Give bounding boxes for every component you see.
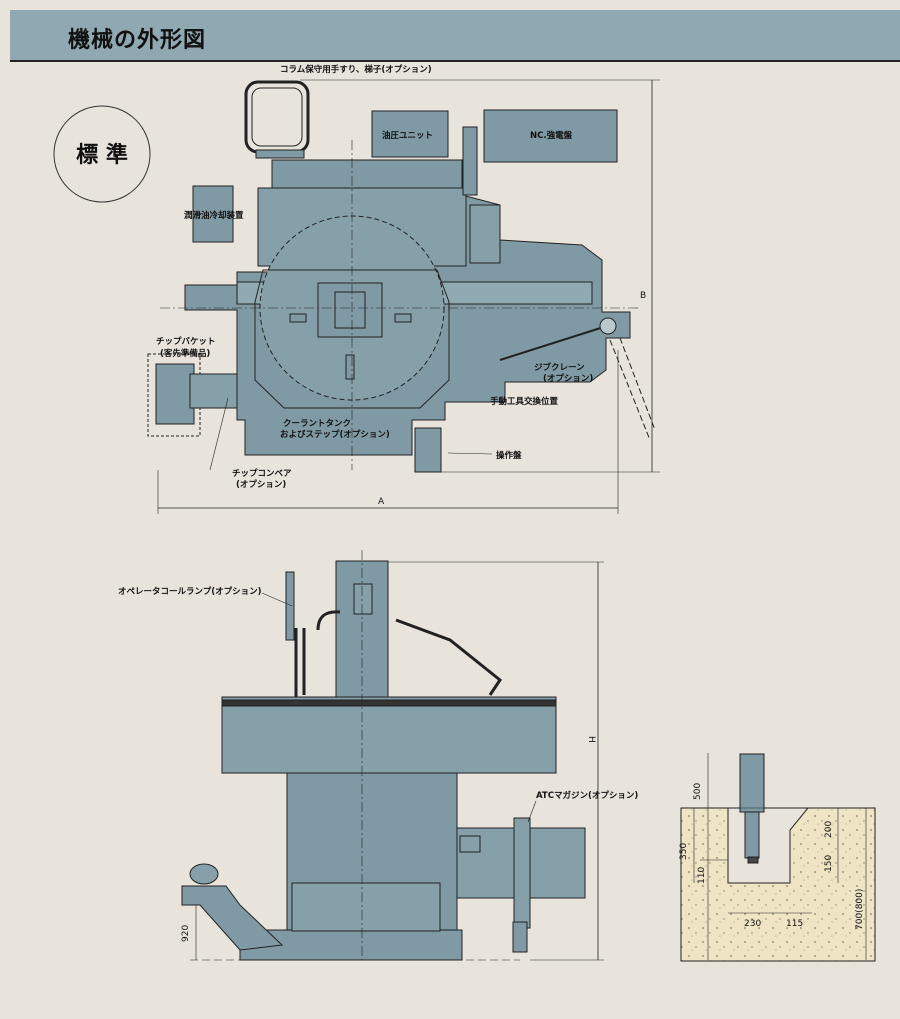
label-lubrication: 潤滑油冷却装置 <box>184 210 244 221</box>
dim-a: A <box>378 497 385 507</box>
dim-115: 115 <box>786 919 803 929</box>
page-title: 機械の外形図 <box>68 28 207 53</box>
operation-panel-box <box>414 427 442 473</box>
label-jib-crane-1: ジブクレーン <box>534 362 585 373</box>
label-hydraulic-unit: 油圧ユニット <box>382 130 433 141</box>
front-view <box>181 550 604 961</box>
hydraulic-unit-box <box>371 110 449 158</box>
dim-500: 500 <box>693 783 703 800</box>
standard-badge: 標 準 <box>53 105 151 203</box>
dim-h: H <box>586 736 596 743</box>
label-coolant-tank-1: クーラントタンク <box>283 418 351 429</box>
label-chip-bucket-note: (客先準備品) <box>160 348 210 359</box>
dim-200: 200 <box>824 821 834 838</box>
handrail-shape <box>244 80 310 154</box>
label-atc-magazine: ATCマガジン(オプション) <box>536 790 638 801</box>
dim-350: 350 <box>679 843 689 860</box>
label-chip-conveyor-1: チップコンベア <box>232 468 292 479</box>
top-view <box>147 79 660 514</box>
dim-110: 110 <box>697 867 707 884</box>
label-manual-tool-change: 手動工具交換位置 <box>490 396 559 407</box>
lubrication-box <box>192 185 234 243</box>
label-nc-panel: NC.強電盤 <box>530 130 573 141</box>
crossrail-shape <box>221 696 557 774</box>
dim-b: B <box>640 291 646 301</box>
dim-230: 230 <box>744 919 761 929</box>
label-chip-bucket: チップバケット <box>156 336 216 347</box>
label-jib-crane-2: (オプション) <box>543 373 593 384</box>
label-operator-lamp: オペレータコールランプ(オプション) <box>118 586 262 597</box>
header-bar: 機械の外形図 <box>10 10 900 62</box>
nc-panel-box <box>483 109 618 163</box>
foundation-detail <box>680 753 876 962</box>
label-chip-conveyor-2: (オプション) <box>236 479 286 490</box>
label-operation-panel: 操作盤 <box>496 450 522 461</box>
label-coolant-tank-2: およびステップ(オプション) <box>280 429 390 440</box>
dim-150: 150 <box>824 855 834 872</box>
standard-text: 標 準 <box>76 142 128 168</box>
label-column-handrail: コラム保守用手すり、梯子(オプション) <box>280 64 432 75</box>
dim-700: 700(800) <box>855 889 865 930</box>
dim-920: 920 <box>181 925 191 942</box>
